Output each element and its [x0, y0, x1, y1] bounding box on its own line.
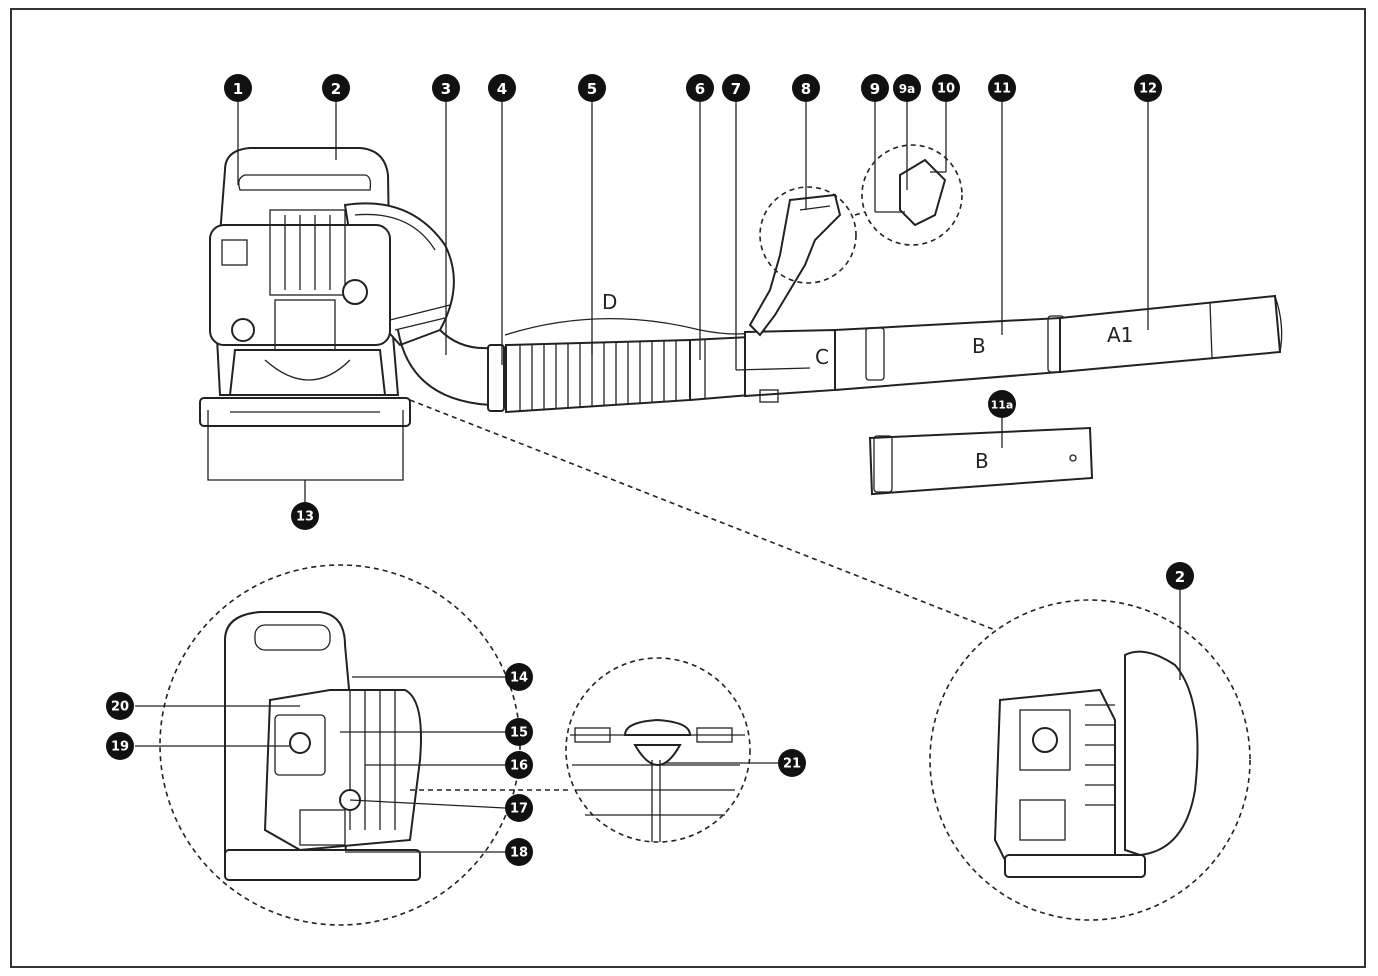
svg-text:19: 19: [111, 740, 129, 755]
svg-text:9a: 9a: [899, 82, 915, 96]
svg-text:10: 10: [937, 82, 955, 97]
callout-badge-3: 3: [432, 74, 460, 102]
callout-badge-5: 5: [578, 74, 606, 102]
svg-text:18: 18: [510, 846, 528, 861]
svg-text:16: 16: [510, 759, 528, 774]
svg-text:5: 5: [587, 80, 597, 98]
diagram-frame: [10, 8, 1366, 968]
svg-text:15: 15: [510, 726, 528, 741]
callout-badge-16: 16: [505, 751, 533, 779]
svg-text:7: 7: [731, 80, 741, 98]
callout-badge-2: 2: [322, 74, 350, 102]
callout-badge-11a: 11a: [988, 390, 1016, 418]
primer-detail-view: [410, 657, 778, 843]
callout-badge-4: 4: [488, 74, 516, 102]
svg-text:12: 12: [1139, 82, 1157, 97]
callout-badge-21: 21: [778, 749, 806, 777]
callout-badge-8: 8: [792, 74, 820, 102]
elbow-tube: [397, 329, 491, 406]
svg-text:13: 13: [296, 510, 314, 525]
callout-badge-10: 10: [932, 74, 960, 102]
svg-text:14: 14: [510, 671, 528, 686]
blower-unit: [199, 147, 455, 427]
label-b: B: [972, 334, 986, 358]
svg-text:9: 9: [870, 80, 880, 98]
zoom-connector: [409, 399, 996, 631]
svg-text:2: 2: [331, 80, 341, 98]
callout-badge-17: 17: [505, 794, 533, 822]
callout-badge-18: 18: [505, 838, 533, 866]
svg-text:11: 11: [993, 82, 1011, 97]
callout-badge-6: 6: [686, 74, 714, 102]
callout-badge-9: 9: [861, 74, 889, 102]
rear-detail-view: [159, 564, 521, 926]
callout-badge-1: 1: [224, 74, 252, 102]
svg-text:21: 21: [783, 757, 801, 772]
callout-badge-7: 7: [722, 74, 750, 102]
svg-text:4: 4: [497, 80, 507, 98]
callout-badge-13: 13: [291, 502, 319, 530]
label-d: D: [602, 290, 617, 314]
blower-tubes: [487, 294, 1283, 496]
svg-text:3: 3: [441, 80, 451, 98]
svg-text:20: 20: [111, 700, 129, 715]
side-detail-view: [929, 590, 1251, 921]
label-a1: A1: [1107, 323, 1133, 347]
callout-badge-2-detail: 2: [1166, 562, 1194, 590]
throttle-handle: [748, 144, 963, 337]
svg-text:11a: 11a: [991, 399, 1014, 412]
callout-badge-14: 14: [505, 663, 533, 691]
svg-text:6: 6: [695, 80, 705, 98]
callout-badge-9a: 9a: [893, 74, 921, 102]
rear-callout-lines: [135, 676, 506, 853]
callout-badge-15: 15: [505, 718, 533, 746]
svg-text:8: 8: [801, 80, 811, 98]
label-b-spare: B: [975, 449, 989, 473]
callout-badge-11: 11: [988, 74, 1016, 102]
callout-badge-20: 20: [106, 692, 134, 720]
callout-lines: [207, 102, 1149, 502]
svg-text:1: 1: [233, 80, 243, 98]
callout-badge-12: 12: [1134, 74, 1162, 102]
svg-text:17: 17: [510, 802, 528, 817]
svg-text:2: 2: [1175, 568, 1185, 586]
label-c: C: [815, 345, 829, 369]
callout-badge-19: 19: [106, 732, 134, 760]
